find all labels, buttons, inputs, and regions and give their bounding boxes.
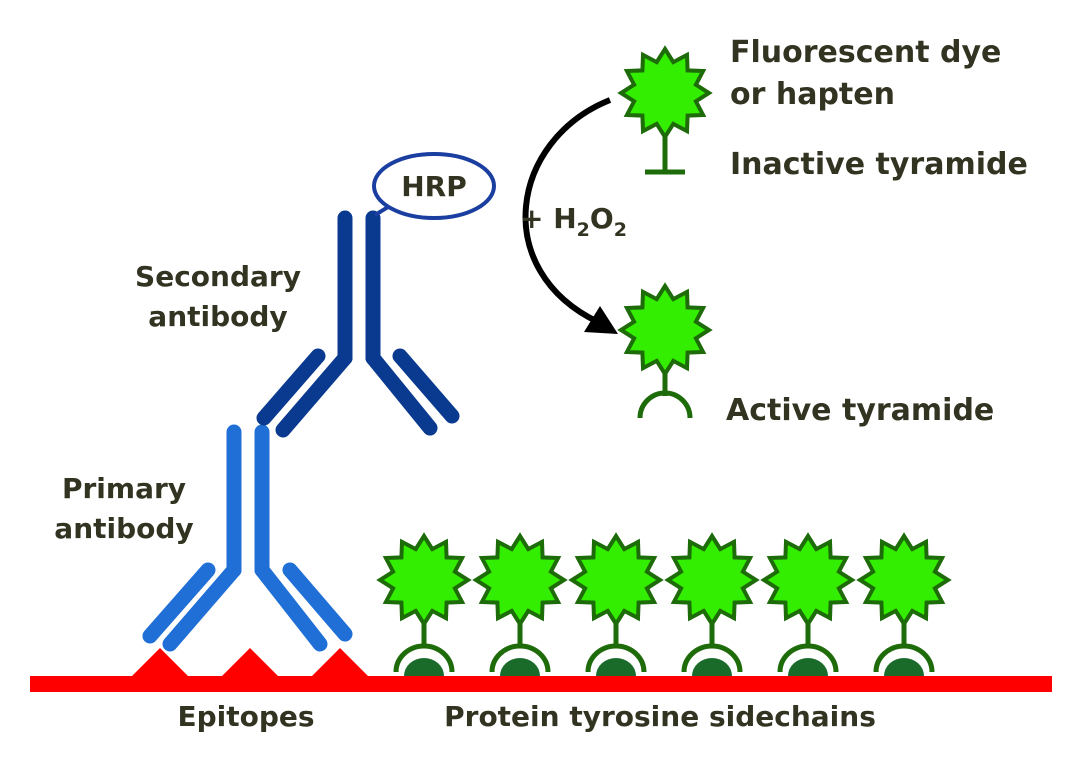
primary-antibody-label-line1: Primary bbox=[62, 472, 186, 505]
tyramide-sidechain-unit bbox=[376, 532, 472, 676]
primary-antibody-label-line2: antibody bbox=[54, 512, 193, 545]
active-tyramide-arc bbox=[637, 390, 693, 419]
primary-antibody bbox=[142, 424, 353, 652]
tyramide-sidechain-unit bbox=[760, 532, 856, 676]
epitope bbox=[308, 648, 372, 680]
epitope bbox=[218, 648, 282, 680]
tyrosine-sidechain bbox=[404, 658, 444, 676]
fluorescent-dye-label-line2: or hapten bbox=[730, 77, 895, 112]
epitope bbox=[128, 648, 192, 680]
tyrosine-sidechain bbox=[788, 658, 828, 676]
secondary-antibody bbox=[256, 210, 460, 438]
tyrosine-sidechain bbox=[596, 658, 636, 676]
fluorescent-dye-star bbox=[760, 532, 856, 628]
secondary-antibody-label-line2: antibody bbox=[148, 300, 287, 333]
fluorescent-dye-star bbox=[664, 532, 760, 628]
tyrosine-sidechain bbox=[500, 658, 540, 676]
fluorescent-dye-star bbox=[376, 532, 472, 628]
fluorescent-dye-star bbox=[617, 282, 713, 378]
fluorescent-dye-star bbox=[617, 45, 713, 141]
inactive-tyramide-label: Inactive tyramide bbox=[730, 147, 1028, 182]
reaction-arrowhead bbox=[584, 306, 618, 334]
epitopes-label: Epitopes bbox=[177, 700, 314, 733]
fluorescent-dye-label-line1: Fluorescent dye bbox=[730, 35, 1001, 70]
epitopes bbox=[128, 648, 372, 680]
deposited-tyramides bbox=[376, 532, 952, 676]
fluorescent-dye-star bbox=[472, 532, 568, 628]
hrp-label: HRP bbox=[401, 170, 467, 203]
tyramide-sidechain-unit bbox=[472, 532, 568, 676]
secondary-antibody-label-line1: Secondary bbox=[135, 260, 301, 293]
tyramide-sidechain-unit bbox=[568, 532, 664, 676]
active-tyramide bbox=[617, 282, 713, 419]
fluorescent-dye-star bbox=[856, 532, 952, 628]
inactive-tyramide bbox=[617, 45, 713, 175]
fluorescent-dye-star bbox=[568, 532, 664, 628]
tyramide-sidechain-unit bbox=[664, 532, 760, 676]
active-tyramide-label: Active tyramide bbox=[726, 393, 994, 428]
hrp-enzyme bbox=[372, 152, 496, 220]
protein-sidechains-label: Protein tyrosine sidechains bbox=[444, 700, 876, 733]
tyramide-sidechain-unit bbox=[856, 532, 952, 676]
tyrosine-sidechain bbox=[884, 658, 924, 676]
reaction-arrow bbox=[522, 97, 612, 325]
reagent-label: + H2O2 bbox=[520, 202, 627, 241]
protein-membrane bbox=[30, 676, 1052, 692]
tyrosine-sidechain bbox=[692, 658, 732, 676]
